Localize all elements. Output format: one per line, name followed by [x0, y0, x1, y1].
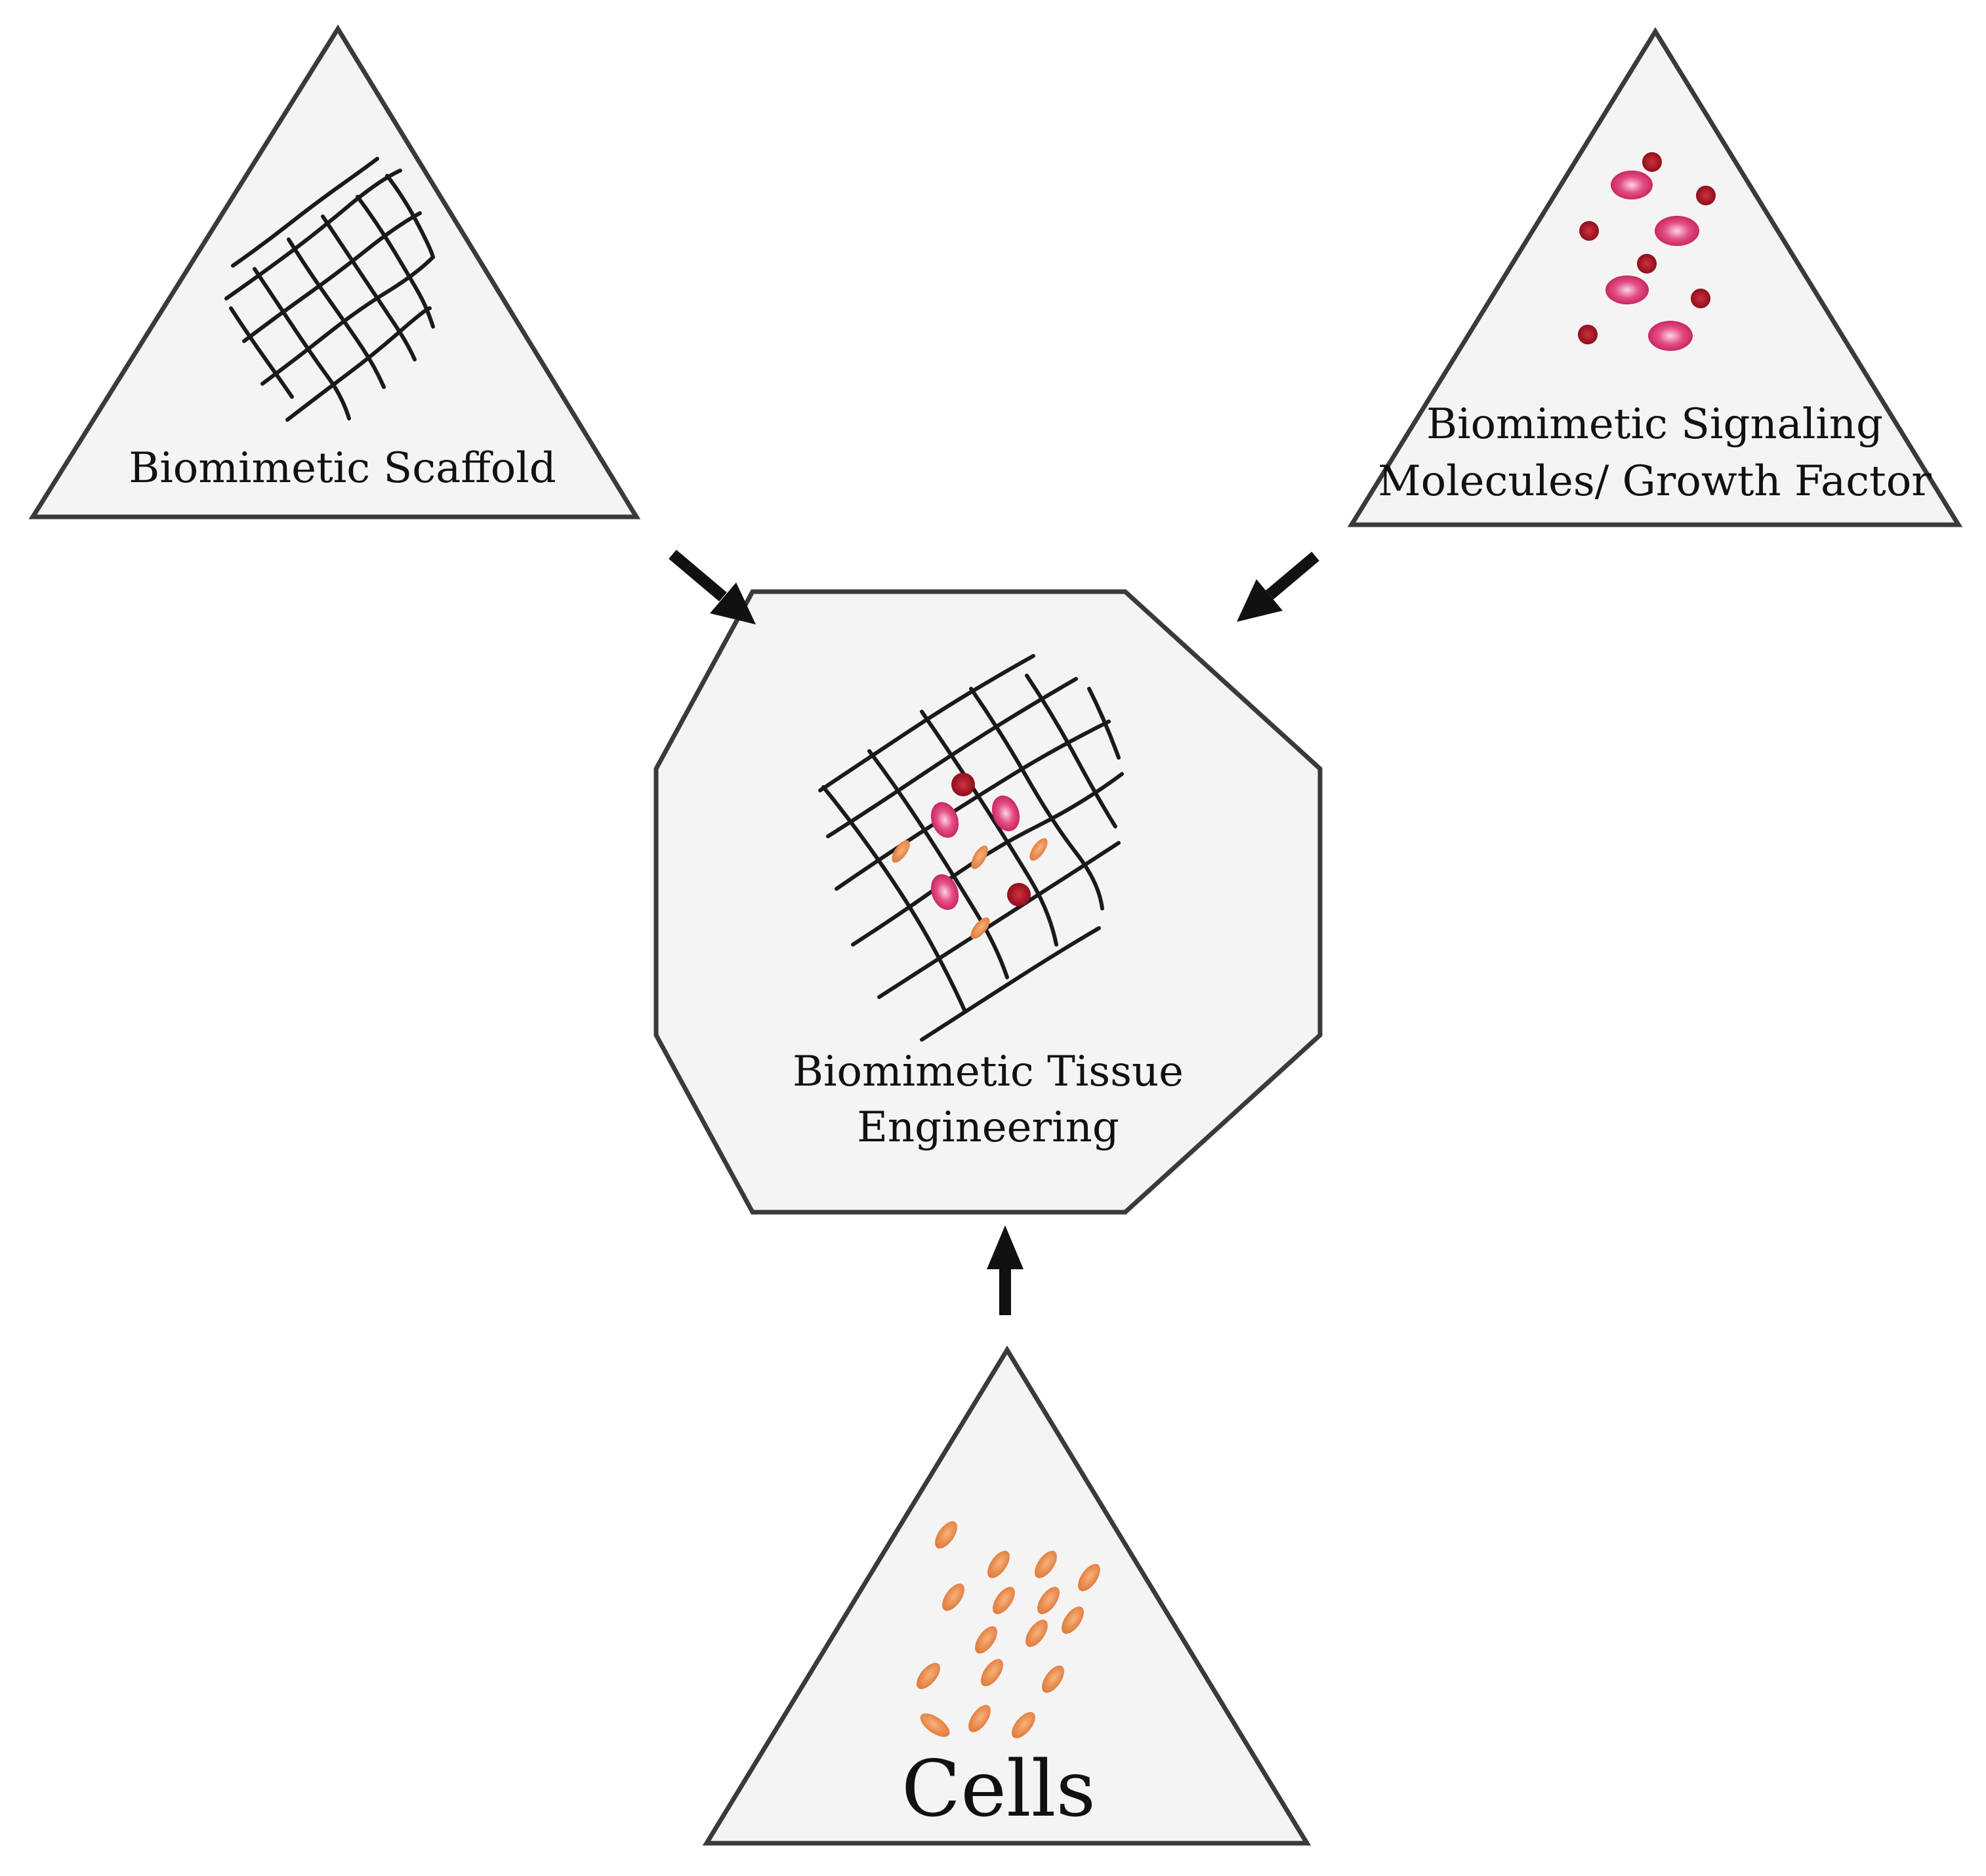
pink-molecule	[1605, 275, 1649, 304]
cell	[1062, 1606, 1084, 1634]
cells-icon	[917, 1521, 1100, 1738]
pink-molecule	[930, 874, 959, 910]
cell	[1035, 1551, 1057, 1578]
cell	[1025, 1620, 1048, 1647]
signaling-triangle	[1347, 27, 1963, 527]
cell	[971, 846, 988, 869]
tissue-cells-icon	[892, 838, 1048, 939]
dark-molecule	[1691, 289, 1710, 308]
cell	[970, 917, 990, 939]
dark-molecule	[951, 773, 975, 796]
cell	[920, 1713, 950, 1737]
tissue-molecules-icon	[930, 773, 1031, 910]
pink-molecule	[1611, 171, 1653, 199]
signaling-molecules-icon	[1578, 152, 1716, 351]
dark-molecule	[1578, 325, 1598, 344]
tissue-node: Biomimetic Tissue Engineering	[653, 589, 1323, 1215]
cell	[892, 840, 910, 863]
cell	[981, 1659, 1003, 1686]
pink-molecule	[991, 795, 1020, 832]
cells-label: Cells	[901, 1743, 1096, 1834]
dark-molecule	[1637, 254, 1657, 274]
cell	[935, 1521, 957, 1549]
scaffold-node: Biomimetic Scaffold	[28, 24, 641, 520]
cell	[968, 1705, 991, 1732]
cell	[1042, 1665, 1064, 1693]
cell	[993, 1587, 1015, 1614]
signaling-label-line1: Biomimetic Signaling	[1426, 400, 1883, 449]
cell	[917, 1663, 940, 1689]
cells-node: Cells	[702, 1345, 1312, 1846]
scaffold-label: Biomimetic Scaffold	[129, 444, 556, 493]
cell	[1012, 1712, 1035, 1738]
tissue-label-line2: Engineering	[857, 1103, 1119, 1152]
pink-molecule	[1655, 216, 1699, 246]
tissue-mesh-icon	[818, 654, 1124, 1042]
dark-molecule	[1696, 186, 1716, 205]
tissue-label-line1: Biomimetic Tissue	[793, 1048, 1184, 1096]
arrow-signaling-to-tissue	[1237, 552, 1319, 622]
pink-molecule	[1648, 321, 1693, 351]
cell	[975, 1626, 997, 1654]
signaling-label-line2: Molecules/ Growth Factor	[1378, 457, 1932, 506]
tissue-octagon	[653, 589, 1323, 1215]
scaffold-mesh-icon	[224, 157, 435, 422]
dark-molecule	[1007, 883, 1031, 907]
dark-molecule	[1642, 152, 1662, 172]
cell	[1078, 1564, 1100, 1591]
cell	[942, 1583, 964, 1611]
cell	[1037, 1587, 1060, 1614]
cell	[1029, 838, 1048, 861]
pink-molecule	[930, 802, 959, 838]
cell	[987, 1551, 1010, 1578]
arrow-cells-to-tissue	[987, 1225, 1024, 1315]
dark-molecule	[1579, 221, 1599, 241]
signaling-node: Biomimetic Signaling Molecules/ Growth F…	[1347, 27, 1963, 527]
arrow-scaffold-to-tissue	[669, 550, 756, 624]
